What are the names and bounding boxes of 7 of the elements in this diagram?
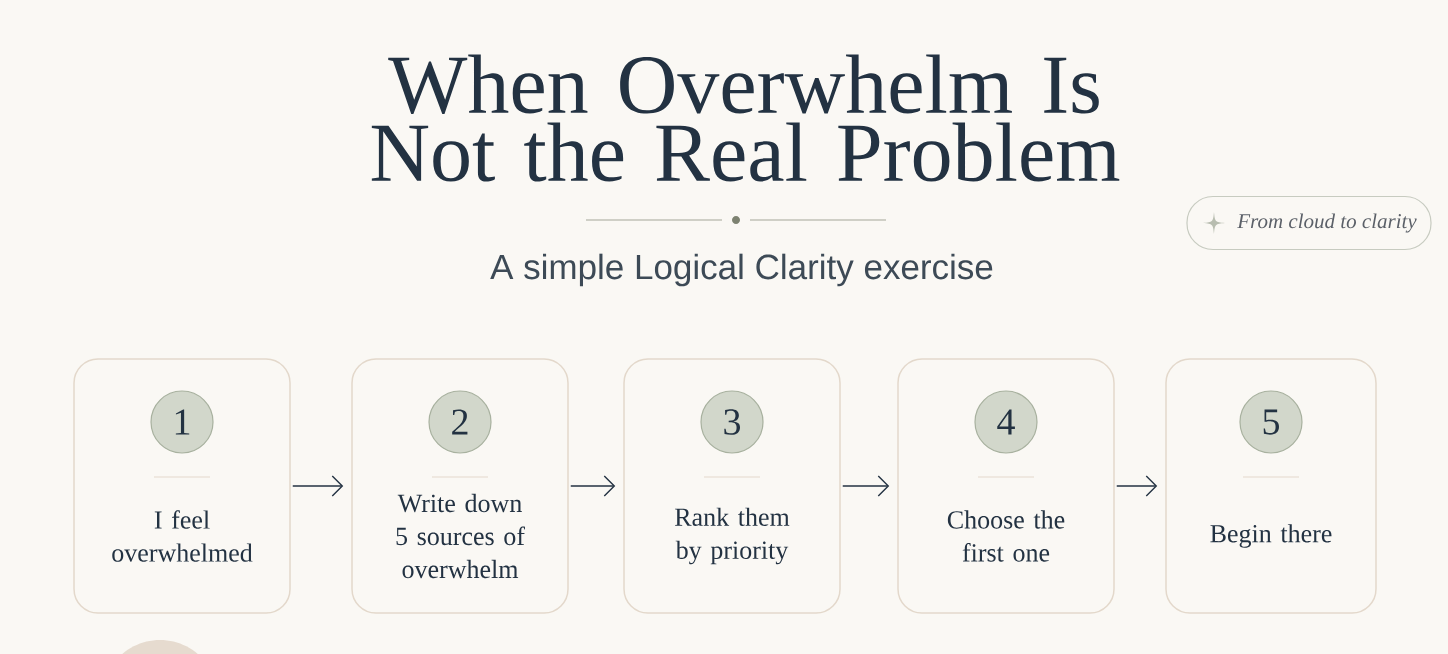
arrow: [570, 475, 616, 497]
arrow: [292, 475, 344, 497]
subtitle: A simple Logical Clarity exercise: [490, 253, 993, 287]
arrow: [842, 475, 890, 497]
badge: From cloud to clarity: [1186, 195, 1432, 251]
title: When Overwhelm Is Not the Real Problem: [371, 54, 1120, 182]
arrow: [1116, 475, 1158, 497]
